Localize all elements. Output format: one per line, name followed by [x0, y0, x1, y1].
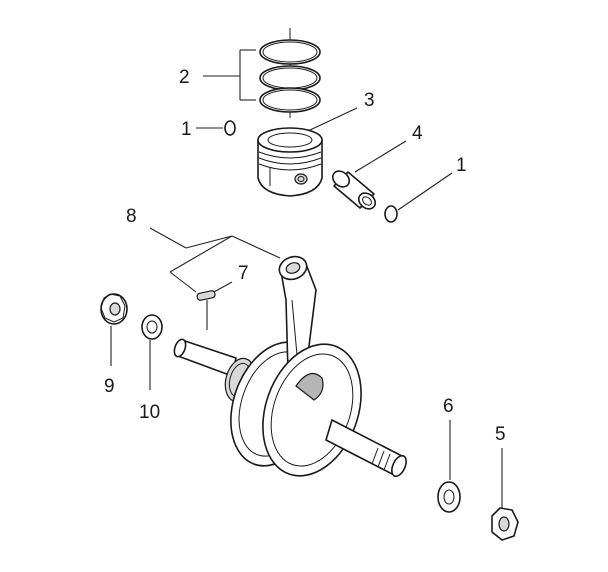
piston-pin-icon	[331, 170, 377, 210]
callout-8: 8	[126, 206, 137, 227]
flange-nut-icon	[100, 293, 128, 325]
washer-icon	[437, 481, 461, 513]
callout-10: 10	[139, 402, 160, 423]
callout-6: 6	[443, 396, 454, 417]
callout-5: 5	[495, 424, 506, 445]
callout-9: 9	[104, 376, 115, 397]
leader-lines	[110, 49, 503, 508]
crankshaft-assembly-icon	[173, 255, 407, 478]
piston-ring-set-icon	[259, 28, 321, 118]
callout-1-left: 1	[181, 119, 192, 140]
hex-nut-icon	[491, 507, 519, 541]
piston-icon	[257, 127, 323, 197]
callout-2: 2	[179, 67, 190, 88]
washer-icon	[141, 314, 163, 340]
callout-7: 7	[238, 263, 249, 284]
circlip-icon	[224, 120, 236, 136]
callout-3: 3	[364, 90, 375, 111]
woodruff-key-icon	[196, 290, 216, 301]
callout-1-right: 1	[456, 155, 467, 176]
circlip-icon	[384, 205, 398, 223]
callout-4: 4	[412, 123, 423, 144]
